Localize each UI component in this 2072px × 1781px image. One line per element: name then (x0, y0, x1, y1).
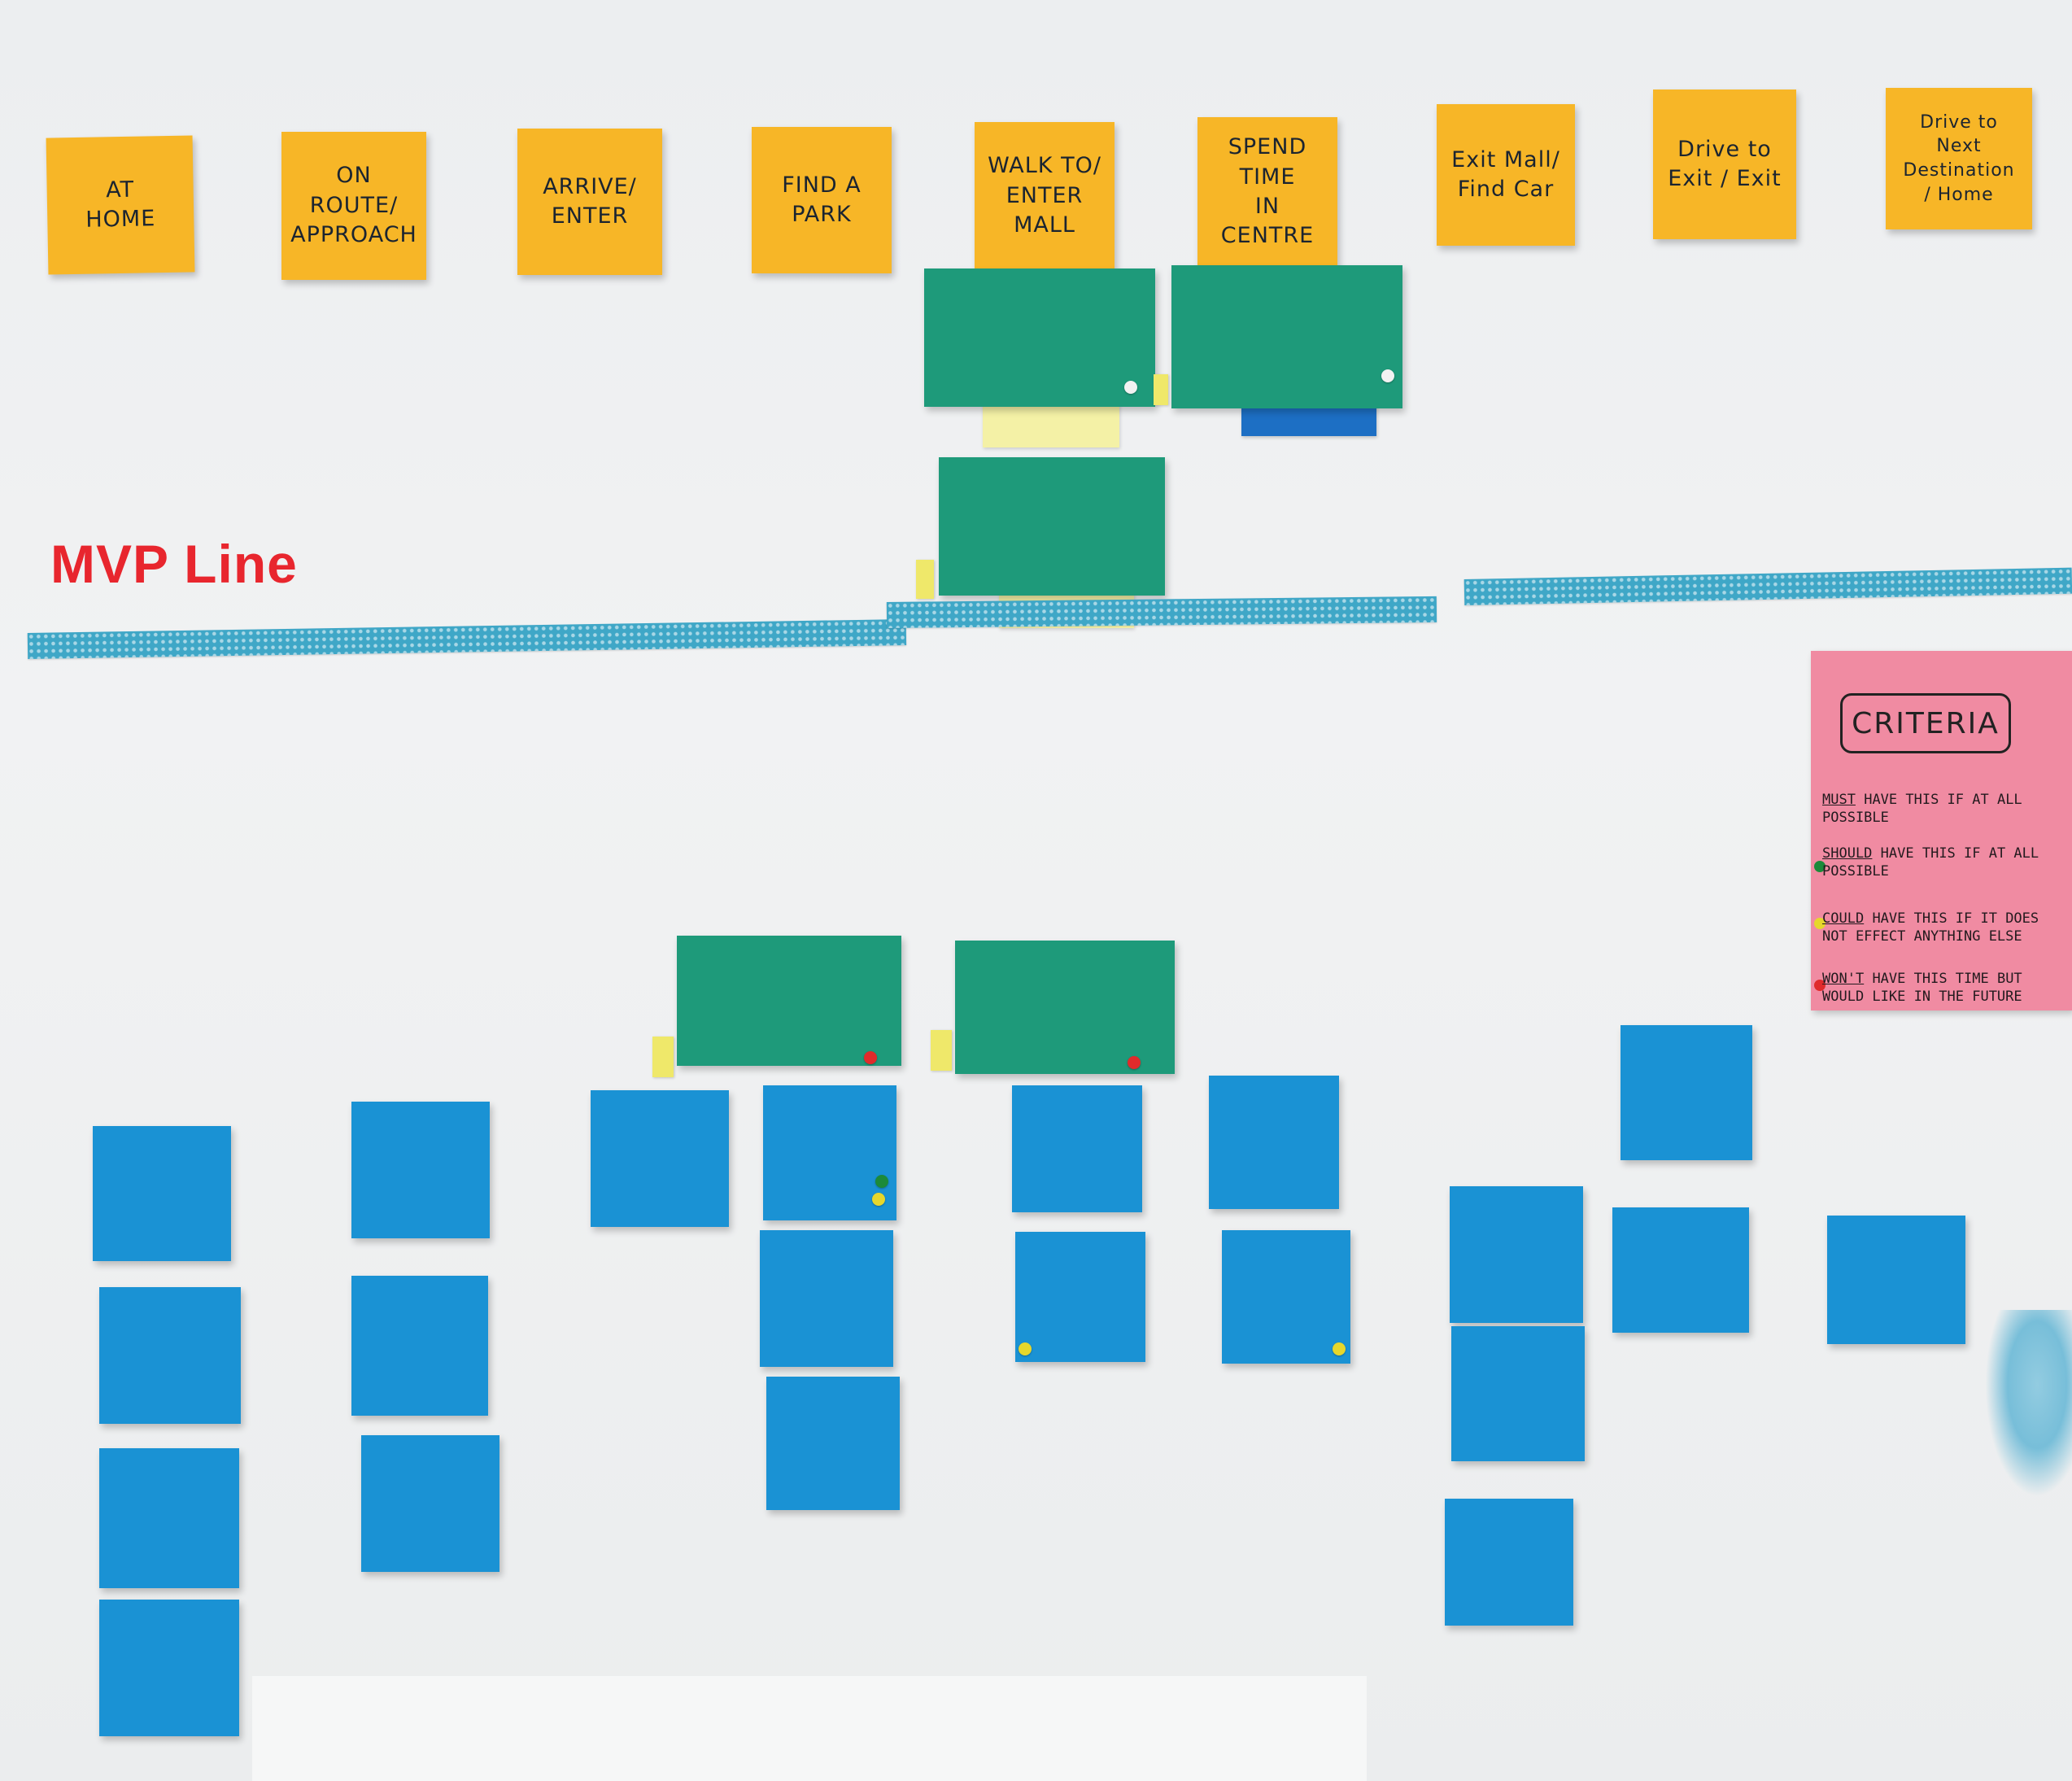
stage-line1: WALK TO/ (986, 151, 1103, 181)
stage-note-on-route: ON ROUTE/APPROACH (281, 132, 426, 280)
task-note (1827, 1216, 1965, 1344)
story-card (924, 268, 1155, 407)
mvp-tape (28, 619, 906, 659)
mvp-tape (1464, 568, 2072, 605)
stage-line2: IN CENTRE (1209, 192, 1326, 251)
note-tab (916, 560, 934, 599)
task-note (93, 1126, 231, 1261)
task-note (1451, 1326, 1585, 1461)
story-card (1171, 265, 1402, 408)
stage-line1: Exit Mall/ (1451, 146, 1560, 175)
story-card (939, 457, 1165, 596)
task-note (99, 1448, 239, 1588)
pale-note (983, 400, 1119, 447)
task-note (1209, 1076, 1339, 1209)
mvp-tape (887, 596, 1437, 628)
note-tab (931, 1030, 952, 1071)
story-card (677, 936, 901, 1066)
yellow-dot (872, 1193, 885, 1206)
stage-line2: PARK (782, 200, 862, 229)
green-dot (875, 1175, 888, 1188)
note-tab (1154, 374, 1168, 405)
paper-edge (252, 1676, 1367, 1781)
stage-note-arrive-enter: ARRIVE/ENTER (517, 129, 662, 275)
task-note (766, 1377, 900, 1510)
criteria-key: MUST (1822, 792, 1856, 808)
stage-line2: ENTER (543, 202, 637, 231)
criteria-key: SHOULD (1822, 845, 1872, 862)
task-note (351, 1102, 490, 1238)
task-note (1222, 1230, 1350, 1364)
note-tab (652, 1037, 674, 1077)
stage-line1: ARRIVE/ (543, 172, 637, 202)
yellow-dot (1333, 1342, 1346, 1355)
task-note (1445, 1499, 1573, 1626)
criteria-row-could: COULD HAVE THIS IF IT DOES NOT EFFECT AN… (1822, 910, 2066, 945)
task-note (351, 1276, 488, 1416)
task-note (760, 1230, 893, 1367)
criteria-key: COULD (1822, 910, 1864, 927)
white-dot (1124, 381, 1137, 394)
mvp-line-label: MVP Line (50, 533, 298, 595)
stage-line2: ENTER MALL (986, 181, 1103, 241)
task-note (361, 1435, 499, 1572)
stage-note-walk-to-enter-mall: WALK TO/ENTER MALL (975, 122, 1115, 270)
criteria-card: CRITERIA MUST HAVE THIS IF AT ALL POSSIB… (1811, 651, 2072, 1011)
task-note (1612, 1207, 1749, 1333)
criteria-row-wont: WON'T HAVE THIS TIME BUT WOULD LIKE IN T… (1822, 970, 2066, 1006)
white-dot (1381, 369, 1394, 382)
stage-line1: ON ROUTE/ (290, 161, 417, 220)
criteria-row-must: MUST HAVE THIS IF AT ALL POSSIBLE (1822, 791, 2066, 827)
task-note (99, 1600, 239, 1736)
stage-line2: Exit / Exit (1668, 164, 1782, 194)
criteria-row-should: SHOULD HAVE THIS IF AT ALL POSSIBLE (1822, 845, 2066, 880)
criteria-title: CRITERIA (1840, 693, 2011, 753)
task-note (99, 1287, 241, 1424)
task-note (1015, 1232, 1145, 1362)
red-dot (864, 1051, 877, 1064)
stage-line1: AT (85, 175, 155, 206)
stage-line1: Drive to (1668, 135, 1782, 164)
task-note (591, 1090, 729, 1227)
task-note (1621, 1025, 1752, 1160)
task-note (1450, 1186, 1583, 1323)
stage-note-exit-mall: Exit Mall/Find Car (1437, 104, 1575, 246)
yellow-dot (1019, 1342, 1032, 1355)
task-note (1012, 1085, 1142, 1212)
stage-line2: Next Destination / Home (1897, 134, 2021, 207)
stage-line2: APPROACH (290, 220, 417, 250)
stage-line1: SPEND TIME (1209, 133, 1326, 192)
story-card (955, 941, 1175, 1074)
stage-line2: HOME (85, 204, 156, 235)
criteria-key: WON'T (1822, 971, 1864, 987)
red-dot (1128, 1056, 1141, 1069)
stage-line1: FIND A (782, 171, 862, 200)
tape-scrap (1985, 1310, 2072, 1497)
stage-line1: Drive to (1897, 111, 2021, 135)
stage-line2: Find Car (1451, 175, 1560, 204)
